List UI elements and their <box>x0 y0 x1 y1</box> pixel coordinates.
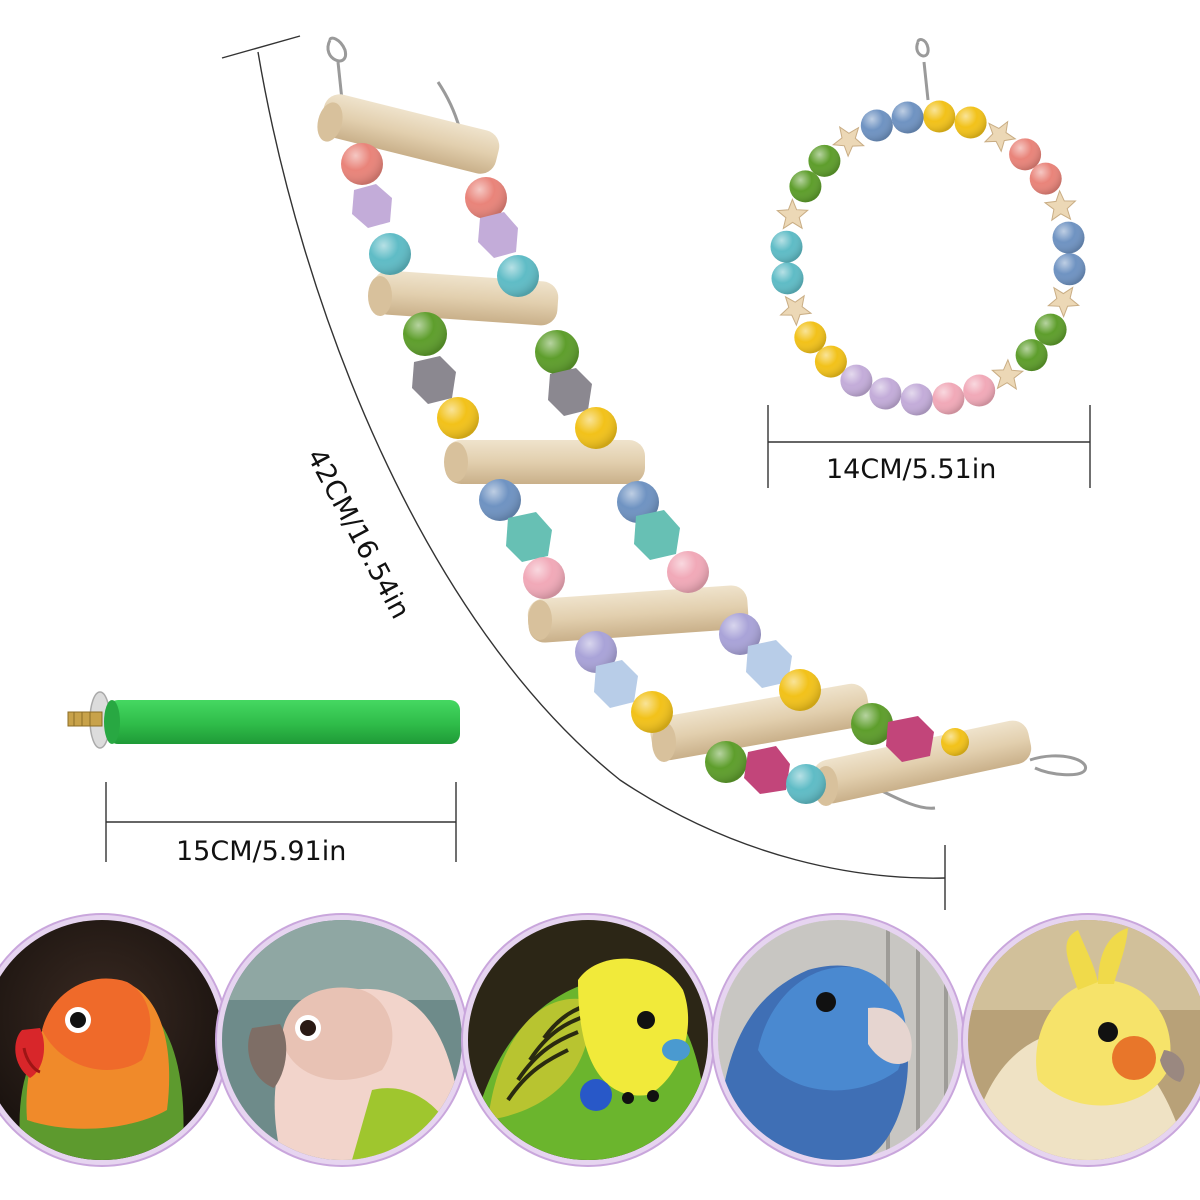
ladder-rung <box>444 440 645 484</box>
ladder-left-beads <box>341 143 826 804</box>
ladder-rung <box>317 94 500 174</box>
ring-bead-shine <box>1015 339 1048 372</box>
ring-star-bead <box>779 294 813 327</box>
ring-dimension-label: 14CM/5.51in <box>826 454 997 485</box>
ring-dimension-line <box>767 405 1091 488</box>
ring-star-bead <box>991 358 1025 391</box>
perch-dimension-line <box>105 782 457 862</box>
ring-bead-shine <box>770 230 803 263</box>
ring-star-bead <box>776 198 809 230</box>
ring-star-bead <box>831 125 865 158</box>
bird-photo-cockatiel <box>968 920 1200 1160</box>
ring-bead-shine <box>1034 313 1067 346</box>
ring-bead-shine <box>860 109 893 142</box>
green-perch-stick <box>67 691 460 749</box>
ring-bead-shine <box>808 144 841 177</box>
ring-bead-shine <box>963 374 996 407</box>
ladder-toy <box>317 36 1087 810</box>
ring-bead-shine <box>869 377 902 410</box>
ring-bead-shine <box>891 101 924 134</box>
ring-bead-shine <box>840 364 873 397</box>
ladder-right-beads <box>465 177 969 762</box>
ladder-rung <box>527 585 749 643</box>
ring-bead-shine <box>771 262 804 295</box>
perch-dimension-label: 15CM/5.91in <box>176 836 347 867</box>
ladder-end-hooks <box>879 754 1087 810</box>
ring-bead-shine <box>1009 138 1042 171</box>
ring-bead-shine <box>923 100 956 133</box>
ring-bead-shine <box>932 382 965 415</box>
ring-star-bead <box>1047 286 1080 318</box>
bird-photo-lovebird <box>0 920 222 1160</box>
ring-bead-shine <box>794 321 827 354</box>
bird-photo-conure <box>222 920 462 1160</box>
bird-photo-budgie <box>468 920 708 1160</box>
ring-bead-shine <box>789 170 822 203</box>
ring-bead-shine <box>1053 253 1086 286</box>
bird-photo-parrotlet <box>718 920 958 1160</box>
ring-hook <box>915 38 930 101</box>
ring-bead-shine <box>954 106 987 139</box>
ring-bead-shine <box>1029 162 1062 195</box>
ring-bead-shine <box>900 383 933 416</box>
ring-bead-shine <box>1052 221 1085 254</box>
bead-ring-swing <box>770 38 1086 416</box>
ring-star-bead <box>1043 189 1077 222</box>
ring-star-bead <box>983 120 1017 153</box>
ladder-dimension-line <box>221 35 946 910</box>
ring-bead-shine <box>814 345 847 378</box>
